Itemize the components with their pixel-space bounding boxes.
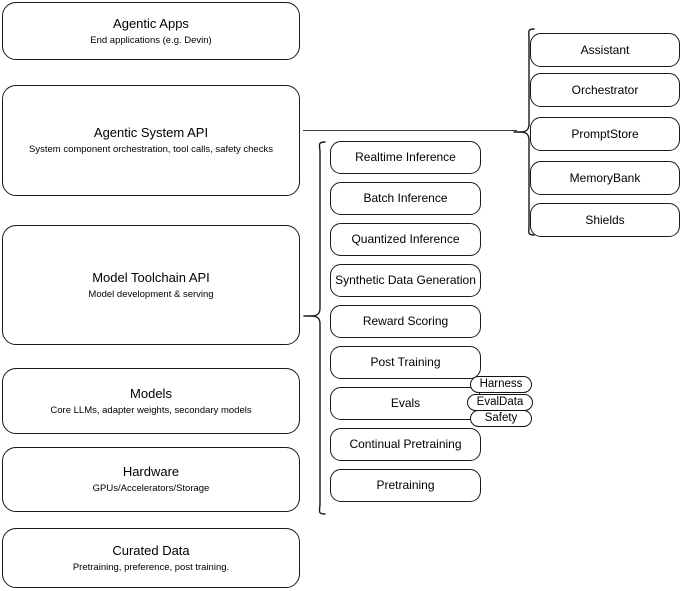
evals-subcomponent-evaldata[interactable]: EvalData bbox=[467, 394, 533, 411]
pill-label: Safety bbox=[484, 412, 518, 424]
component-label: Shields bbox=[585, 212, 625, 227]
component-label: Synthetic Data Generation bbox=[335, 273, 476, 287]
component-assistant[interactable]: Assistant bbox=[530, 33, 680, 67]
layer-title: Hardware bbox=[122, 464, 180, 479]
component-label: Assistant bbox=[580, 42, 630, 57]
layer-agentic-apps[interactable]: Agentic Apps End applications (e.g. Devi… bbox=[2, 2, 300, 60]
component-label: Continual Pretraining bbox=[349, 437, 462, 451]
layer-subtitle: End applications (e.g. Devin) bbox=[90, 34, 212, 46]
layer-title: Model Toolchain API bbox=[92, 269, 210, 285]
layer-title: Agentic System API bbox=[93, 125, 209, 140]
component-pretraining[interactable]: Pretraining bbox=[330, 469, 481, 502]
component-label: Batch Inference bbox=[363, 191, 448, 205]
component-label: Reward Scoring bbox=[362, 314, 449, 328]
component-realtime-inference[interactable]: Realtime Inference bbox=[330, 141, 481, 174]
component-batch-inference[interactable]: Batch Inference bbox=[330, 182, 481, 215]
connector-agentic-system-to-components bbox=[303, 130, 517, 132]
brace-toolchain-components bbox=[303, 140, 327, 518]
component-label: MemoryBank bbox=[569, 170, 641, 185]
layer-hardware[interactable]: Hardware GPUs/Accelerators/Storage bbox=[2, 447, 300, 512]
component-label: Realtime Inference bbox=[355, 150, 456, 164]
layer-model-toolchain-api[interactable]: Model Toolchain API Model development & … bbox=[2, 225, 300, 345]
layer-subtitle: Core LLMs, adapter weights, secondary mo… bbox=[50, 404, 252, 416]
layer-title: Curated Data bbox=[112, 542, 190, 558]
component-post-training[interactable]: Post Training bbox=[330, 346, 481, 379]
component-label: Orchestrator bbox=[571, 82, 639, 97]
component-promptstore[interactable]: PromptStore bbox=[530, 117, 680, 151]
evals-subcomponent-safety[interactable]: Safety bbox=[470, 410, 532, 427]
layer-title: Agentic Apps bbox=[113, 15, 189, 31]
component-label: Evals bbox=[390, 396, 421, 410]
layer-models[interactable]: Models Core LLMs, adapter weights, secon… bbox=[2, 368, 300, 434]
component-continual-pretraining[interactable]: Continual Pretraining bbox=[330, 428, 481, 461]
component-reward-scoring[interactable]: Reward Scoring bbox=[330, 305, 481, 338]
evals-subcomponent-harness[interactable]: Harness bbox=[470, 376, 532, 393]
component-quantized-inference[interactable]: Quantized Inference bbox=[330, 223, 481, 256]
component-label: Quantized Inference bbox=[351, 232, 460, 246]
layer-curated-data[interactable]: Curated Data Pretraining, preference, po… bbox=[2, 528, 300, 588]
component-memorybank[interactable]: MemoryBank bbox=[530, 161, 680, 195]
component-synthetic-data-generation[interactable]: Synthetic Data Generation bbox=[330, 264, 481, 297]
layer-agentic-system-api[interactable]: Agentic System API System component orch… bbox=[2, 85, 300, 196]
layer-subtitle: GPUs/Accelerators/Storage bbox=[92, 483, 210, 494]
layer-subtitle: Model development & serving bbox=[88, 288, 214, 300]
component-label: PromptStore bbox=[571, 126, 639, 141]
pill-label: EvalData bbox=[476, 396, 524, 408]
layer-subtitle: System component orchestration, tool cal… bbox=[29, 144, 273, 155]
component-shields[interactable]: Shields bbox=[530, 203, 680, 237]
component-evals[interactable]: Evals bbox=[330, 387, 481, 420]
layer-title: Models bbox=[130, 385, 172, 401]
component-label: Post Training bbox=[370, 355, 441, 369]
layer-subtitle: Pretraining, preference, post training. bbox=[72, 561, 230, 573]
component-label: Pretraining bbox=[376, 478, 435, 492]
pill-label: Harness bbox=[479, 378, 523, 390]
brace-agentic-components bbox=[513, 27, 536, 239]
component-orchestrator[interactable]: Orchestrator bbox=[530, 73, 680, 107]
